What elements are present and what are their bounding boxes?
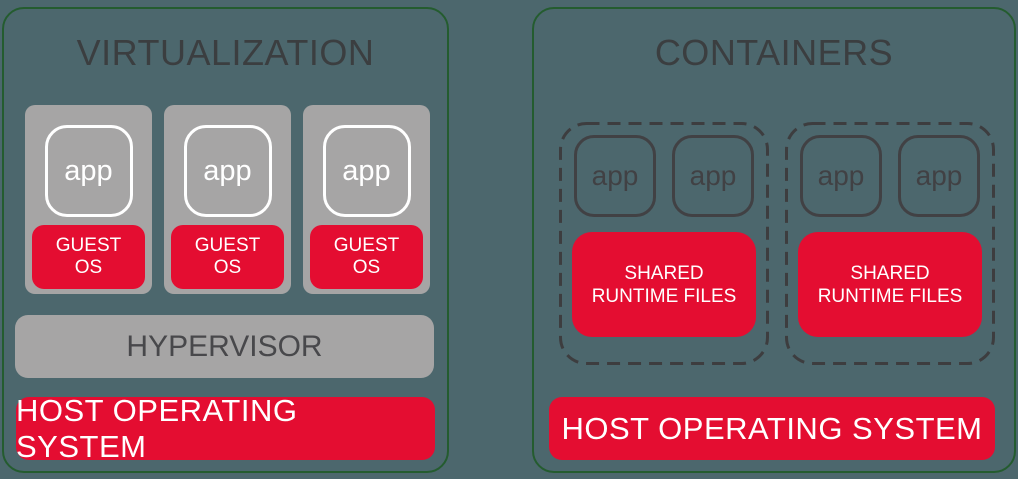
- guest-os-box: GUEST OS: [32, 225, 145, 289]
- virtualization-title: VIRTUALIZATION: [76, 32, 375, 73]
- app-label: app: [817, 160, 865, 191]
- containers-panel: CONTAINERS app app SHARED RUNTIME FILES: [532, 7, 1016, 473]
- app-box: app: [574, 135, 656, 217]
- shared-runtime-box: SHARED RUNTIME FILES: [798, 232, 982, 337]
- hypervisor-bar: HYPERVISOR: [15, 315, 434, 378]
- apps-row: app app: [559, 135, 769, 217]
- guest-os-box: GUEST OS: [310, 225, 423, 289]
- guest-os-box: GUEST OS: [171, 225, 284, 289]
- app-label: app: [591, 160, 639, 191]
- container-box: app app SHARED RUNTIME FILES: [559, 122, 769, 365]
- vm-box: app GUEST OS: [303, 105, 430, 294]
- app-label: app: [64, 154, 113, 187]
- vm-row: app GUEST OS app GUEST OS app GUEST OS: [25, 105, 430, 294]
- app-box: app: [183, 125, 272, 217]
- app-box: app: [800, 135, 882, 217]
- apps-row: app app: [785, 135, 995, 217]
- app-label: app: [342, 154, 391, 187]
- container-row: app app SHARED RUNTIME FILES app: [559, 122, 995, 365]
- containers-title: CONTAINERS: [654, 32, 894, 73]
- app-box: app: [672, 135, 754, 217]
- host-os-bar: HOST OPERATING SYSTEM: [549, 397, 995, 460]
- app-box: app: [44, 125, 133, 217]
- app-label: app: [203, 154, 252, 187]
- host-os-bar: HOST OPERATING SYSTEM: [16, 393, 435, 464]
- vm-box: app GUEST OS: [25, 105, 152, 294]
- app-box: app: [322, 125, 411, 217]
- shared-runtime-box: SHARED RUNTIME FILES: [572, 232, 756, 337]
- container-box: app app SHARED RUNTIME FILES: [785, 122, 995, 365]
- app-label: app: [915, 160, 963, 191]
- app-box: app: [898, 135, 980, 217]
- virtualization-panel: VIRTUALIZATION app GUEST OS app GUEST OS…: [2, 7, 449, 473]
- vm-box: app GUEST OS: [164, 105, 291, 294]
- app-label: app: [689, 160, 737, 191]
